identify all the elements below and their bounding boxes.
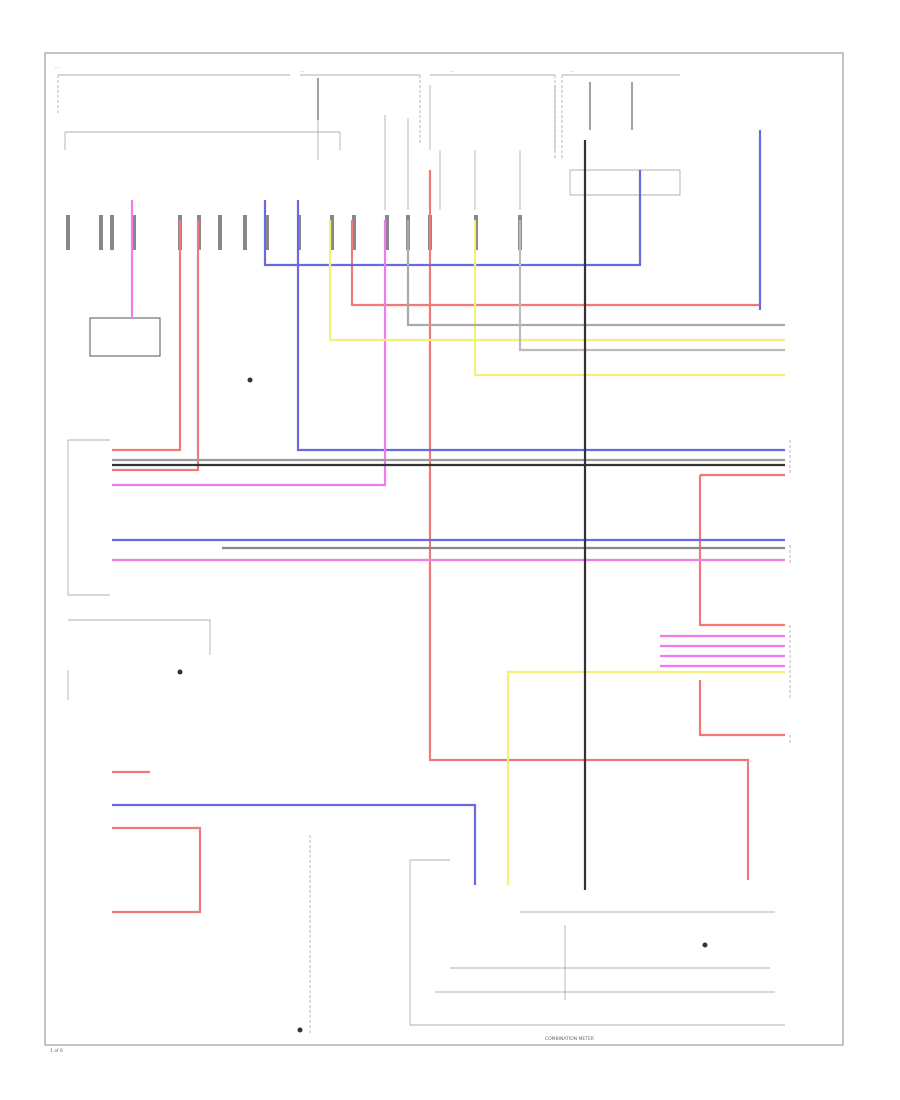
tiny-labels: ... ... ... ... — [55, 65, 574, 74]
fuse-drops — [317, 78, 633, 210]
wires-blue — [112, 130, 785, 885]
left-ecu-box — [67, 439, 211, 700]
wires-gray — [112, 220, 785, 550]
svg-text:...: ... — [450, 69, 454, 74]
svg-text:...: ... — [55, 65, 59, 70]
combination-meter-label: COMBINATION METER — [545, 1036, 594, 1042]
top-power-boxes — [57, 74, 680, 160]
wires-yellow — [328, 220, 785, 885]
wires-pink — [112, 200, 785, 668]
svg-text:...: ... — [300, 69, 304, 74]
svg-text:...: ... — [570, 69, 574, 74]
diagram-frame — [44, 52, 844, 1046]
page-footer: 1 of 6 — [50, 1048, 63, 1054]
ground-symbols — [177, 377, 708, 1033]
wires-dark — [112, 140, 785, 890]
sensor-connector-box — [89, 317, 161, 357]
connector-pins — [66, 215, 522, 250]
right-modules — [569, 169, 791, 745]
combination-meter-block — [309, 835, 785, 1035]
